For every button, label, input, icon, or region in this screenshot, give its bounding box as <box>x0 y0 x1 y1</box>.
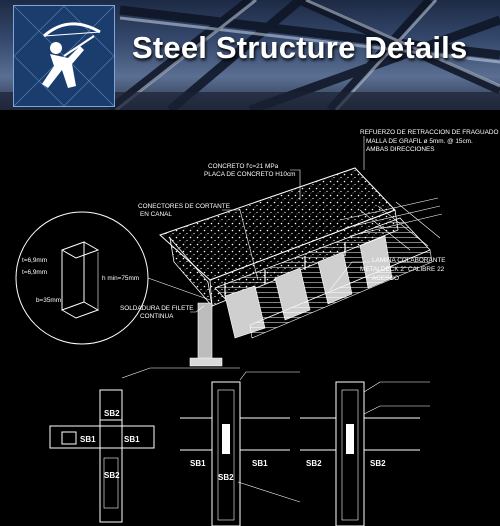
label-conectores-2: EN CANAL <box>140 211 172 218</box>
composite-slab-detail: REFUERZO DE RETRACCION DE FRAGUADO MALLA… <box>120 129 499 367</box>
label-lamina-3: ACESCO <box>372 275 399 282</box>
metal-deck <box>214 217 433 339</box>
tag-sb2-left-bottom: SB2 <box>104 471 120 480</box>
tag-sb2-right-a: SB2 <box>306 459 322 468</box>
tag-sb2-mid: SB2 <box>218 473 234 482</box>
page-title: Steel Structure Details <box>132 30 468 65</box>
label-soldadura-1: SOLDADURA DE FILETE <box>120 305 194 312</box>
label-refuerzo-1: REFUERZO DE RETRACCION DE FRAGUADO <box>360 129 499 136</box>
inset-t2: t=6,9mm <box>22 269 47 276</box>
tag-sb2-left-top: SB2 <box>104 409 120 418</box>
connection-details: SB2 SB1 SB1 SB2 SB1 SB1 SB2 <box>49 367 430 526</box>
leader-conectores <box>222 209 259 281</box>
inset-t1: t=6,9mm <box>22 257 47 264</box>
rebar-mesh <box>339 197 443 251</box>
tag-sb1-mid-b: SB1 <box>252 459 268 468</box>
tag-sb2-right-b: SB2 <box>370 459 386 468</box>
label-lamina-1: LAMINA COLABORANTE <box>372 257 446 264</box>
header-banner: Steel Structure Details <box>0 0 500 110</box>
leader-lamina <box>329 261 370 291</box>
label-soldadura-2: CONTINUA <box>140 313 174 320</box>
cad-drawing: REFUERZO DE RETRACCION DE FRAGUADO MALLA… <box>15 129 499 526</box>
connection-middle: SB1 SB1 SB2 <box>180 371 301 526</box>
leader-concreto <box>290 169 301 200</box>
tag-sb1-left-b: SB1 <box>124 435 140 444</box>
steel-beam <box>189 302 223 367</box>
leader-right <box>363 381 430 393</box>
label-concreto-1: CONCRETO f'c=21 MPa <box>208 163 279 170</box>
channel-flange-top <box>61 241 100 259</box>
leader-right-2 <box>363 405 430 415</box>
connector-inset: t=6,9mm t=6,9mm h min=75mm b=35mm <box>15 211 211 345</box>
label-refuerzo-3: AMBAS DIRECCIONES <box>366 146 435 153</box>
leader-mid <box>239 371 300 381</box>
leader-mid-bottom <box>237 481 301 503</box>
inset-h: h min=75mm <box>102 275 139 282</box>
tag-sb1-mid-a: SB1 <box>190 459 206 468</box>
leader-left <box>121 367 240 379</box>
channel-flange-bottom <box>61 301 100 319</box>
connection-right: SB2 SB2 <box>300 381 430 526</box>
shear-connectors <box>224 242 346 296</box>
label-refuerzo-2: MALLA DE GRAFIL ø 5mm. @ 15cm. <box>366 138 473 145</box>
label-lamina-2: METALDECK 2" CALIBRE 22 <box>360 266 445 273</box>
archer-logo-icon <box>13 5 115 107</box>
tag-sb1-left-a: SB1 <box>80 435 96 444</box>
inset-b: b=35mm <box>36 297 61 304</box>
connection-left: SB2 SB1 SB1 SB2 <box>49 367 240 523</box>
banner-steel-beams <box>0 0 500 110</box>
inset-leader <box>147 277 211 301</box>
label-conectores-1: CONECTORES DE CORTANTE <box>138 203 230 210</box>
label-concreto-2: PLACA DE CONCRETO H10cm <box>204 171 296 178</box>
leader-soldadura <box>190 305 205 313</box>
